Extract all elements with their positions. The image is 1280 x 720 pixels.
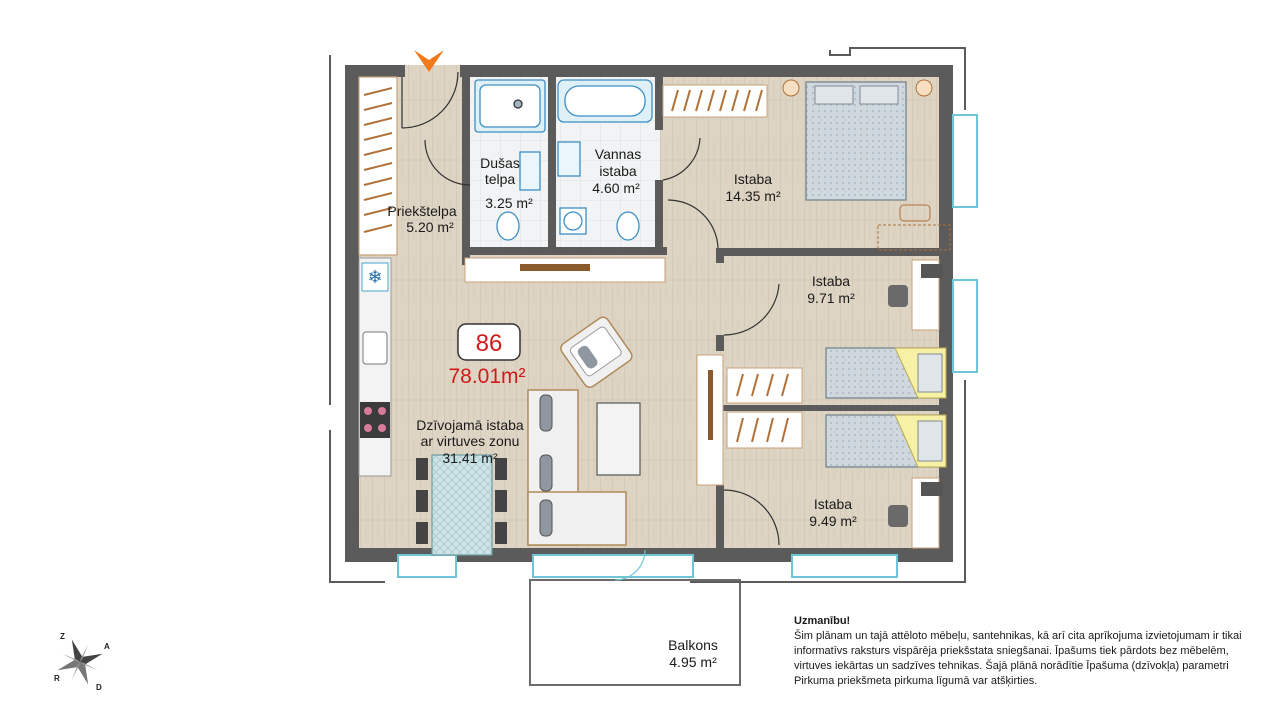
desk-chair bbox=[888, 285, 908, 307]
outer-outline bbox=[329, 47, 966, 583]
disclaimer-body: Šim plānam un tajā attēloto mēbeļu, sant… bbox=[794, 630, 1242, 687]
kitchen-sink bbox=[362, 331, 388, 365]
entrance-arrow-icon bbox=[414, 50, 444, 72]
room-name-balcony: Balkons bbox=[668, 637, 718, 653]
apartment-total-area: 78.01m² bbox=[448, 365, 525, 388]
balcony-slab bbox=[529, 579, 741, 686]
fridge-snowflake-icon: ❄ bbox=[367, 267, 382, 287]
windows bbox=[397, 114, 978, 578]
bedroom-2-furniture bbox=[726, 259, 947, 404]
master-bedroom-furniture bbox=[662, 79, 951, 251]
compass-rose-icon bbox=[57, 639, 103, 685]
room-name-hallway: Priekštelpa bbox=[387, 203, 456, 219]
bathroom-fixtures bbox=[557, 79, 653, 241]
room-labels: Priekštelpa 5.20 m² 3.25 m² 4.60 m² Ista… bbox=[387, 171, 857, 670]
wardrobe bbox=[358, 76, 398, 256]
room-area-hallway: 5.20 m² bbox=[406, 219, 454, 235]
living-room-furniture bbox=[416, 316, 641, 556]
dining-chairs bbox=[416, 458, 507, 544]
interior-walls bbox=[462, 75, 942, 550]
room-name-bedroom-2: Istaba bbox=[812, 273, 850, 289]
room-area-bedroom-3: 9.49 m² bbox=[809, 513, 857, 529]
shower-toilet bbox=[496, 211, 520, 241]
dining-table bbox=[431, 454, 493, 556]
compass-south-letter: D bbox=[96, 683, 102, 692]
compass-north-letter: Z bbox=[60, 632, 65, 641]
bath-toilet bbox=[616, 211, 640, 241]
armchair bbox=[560, 316, 633, 388]
disclaimer-notice: Uzmanību! Šim plānam un tajā attēloto mē… bbox=[794, 614, 1264, 689]
desk bbox=[877, 224, 951, 251]
shower-sink bbox=[519, 151, 541, 191]
room-area-balcony: 4.95 m² bbox=[669, 654, 717, 670]
tv-stand bbox=[464, 257, 666, 283]
disclaimer-title: Uzmanību! bbox=[794, 615, 851, 627]
room-name-bedroom-3: Istaba bbox=[814, 496, 852, 512]
doors bbox=[401, 71, 780, 581]
room-area-living: 31.41 m² bbox=[442, 450, 498, 466]
compass-east-letter: A bbox=[104, 642, 110, 651]
coffee-table bbox=[596, 402, 641, 476]
apartment-number: 86 bbox=[476, 330, 503, 357]
compass-west-letter: R bbox=[54, 674, 60, 683]
kitchen-counter: ❄ bbox=[358, 257, 392, 477]
room-name-bedroom-1: Istaba bbox=[734, 171, 772, 187]
room-area-bedroom-2: 9.71 m² bbox=[807, 290, 855, 306]
bath-sink bbox=[557, 141, 581, 177]
room-area-shower: 3.25 m² bbox=[485, 195, 533, 211]
cooktop bbox=[360, 402, 390, 438]
apartment-badge: 86 78.01m² bbox=[448, 323, 526, 388]
room-area-bedroom-1: 14.35 m² bbox=[725, 188, 781, 204]
bedroom-3-furniture bbox=[696, 354, 947, 549]
shower-room-fixtures bbox=[474, 79, 546, 241]
room-area-bathroom: 4.60 m² bbox=[592, 180, 640, 196]
